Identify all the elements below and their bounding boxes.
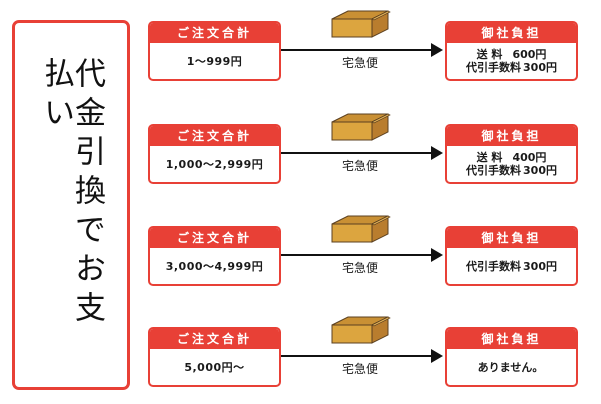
burden-line: ありません。 xyxy=(478,361,546,374)
company-burden-header: 御社負担 xyxy=(447,329,576,349)
delivery-service-label: 宅急便 xyxy=(341,261,378,275)
company-burden-card: 御社負担 ありません。 xyxy=(445,327,578,387)
order-total-range: 1〜999円 xyxy=(186,55,243,68)
delivery-service-label: 宅急便 xyxy=(341,56,378,70)
pricing-row: ご注文合計 3,000〜4,999円 宅急便 御社負担 代引手数料 300円 xyxy=(0,215,601,286)
order-total-header: ご注文合計 xyxy=(150,329,279,349)
company-burden-details: ありません。 xyxy=(447,349,576,385)
delivery-service-label: 宅急便 xyxy=(341,159,378,173)
company-burden-details: 代引手数料 300円 xyxy=(447,248,576,284)
flow-arrow-head-icon xyxy=(431,43,443,57)
flow-arrow-head-icon xyxy=(431,349,443,363)
burden-amount: 400円 xyxy=(512,151,547,164)
flow-arrow-head-icon xyxy=(431,146,443,160)
company-burden-card: 御社負担 送 料 400円 代引手数料 300円 xyxy=(445,124,578,184)
burden-amount: 300円 xyxy=(523,259,557,273)
company-burden-details: 送 料 400円 代引手数料 300円 xyxy=(447,146,576,182)
burden-line: 代引手数料 300円 xyxy=(466,164,557,177)
burden-label: 送 料 xyxy=(476,151,503,164)
company-burden-header: 御社負担 xyxy=(447,126,576,146)
order-total-card: ご注文合計 3,000〜4,999円 xyxy=(148,226,281,286)
company-burden-card: 御社負担 代引手数料 300円 xyxy=(445,226,578,286)
order-total-range: 1,000〜2,999円 xyxy=(165,158,264,171)
delivery-service-label: 宅急便 xyxy=(341,362,378,376)
package-box-icon xyxy=(331,215,391,243)
order-total-card: ご注文合計 1〜999円 xyxy=(148,21,281,81)
flow-arrow-line xyxy=(281,254,433,256)
order-total-card: ご注文合計 1,000〜2,999円 xyxy=(148,124,281,184)
payment-method-title: 代金引換でお支払い xyxy=(38,57,105,330)
pricing-row: ご注文合計 5,000円〜 宅急便 御社負担 ありません。 xyxy=(0,316,601,387)
company-burden-header: 御社負担 xyxy=(447,23,576,43)
flow-arrow-line xyxy=(281,152,433,154)
burden-line: 送 料 600円 xyxy=(477,48,547,61)
burden-label: 代引手数料 xyxy=(466,164,522,177)
burden-amount: 300円 xyxy=(523,164,557,177)
burden-line: 代引手数料 300円 xyxy=(466,260,557,273)
burden-label: 送 料 xyxy=(476,48,503,61)
flow-arrow-line xyxy=(281,49,433,51)
company-burden-header: 御社負担 xyxy=(447,228,576,248)
order-total-header: ご注文合計 xyxy=(150,228,279,248)
pricing-row: ご注文合計 1,000〜2,999円 宅急便 御社負担 送 料 400円 代引手… xyxy=(0,113,601,184)
package-box-icon xyxy=(331,10,391,38)
payment-method-panel: 代金引換でお支払い xyxy=(12,20,130,390)
pricing-row: ご注文合計 1〜999円 宅急便 御社負担 送 料 600円 代引手数料 300… xyxy=(0,10,601,81)
company-burden-card: 御社負担 送 料 600円 代引手数料 300円 xyxy=(445,21,578,81)
order-total-card: ご注文合計 5,000円〜 xyxy=(148,327,281,387)
order-total-header: ご注文合計 xyxy=(150,126,279,146)
order-total-range: 5,000円〜 xyxy=(184,361,245,374)
burden-line: 代引手数料 300円 xyxy=(466,61,557,74)
burden-amount: 300円 xyxy=(523,61,557,74)
flow-arrow-head-icon xyxy=(431,248,443,262)
burden-label: 代引手数料 xyxy=(466,259,522,273)
burden-amount: 600円 xyxy=(512,48,547,61)
package-box-icon xyxy=(331,113,391,141)
burden-label: ありません。 xyxy=(477,360,544,374)
burden-line: 送 料 400円 xyxy=(477,151,547,164)
burden-label: 代引手数料 xyxy=(466,61,522,74)
flow-arrow-line xyxy=(281,355,433,357)
order-total-range: 3,000〜4,999円 xyxy=(165,260,264,273)
package-box-icon xyxy=(331,316,391,344)
order-total-header: ご注文合計 xyxy=(150,23,279,43)
company-burden-details: 送 料 600円 代引手数料 300円 xyxy=(447,43,576,79)
